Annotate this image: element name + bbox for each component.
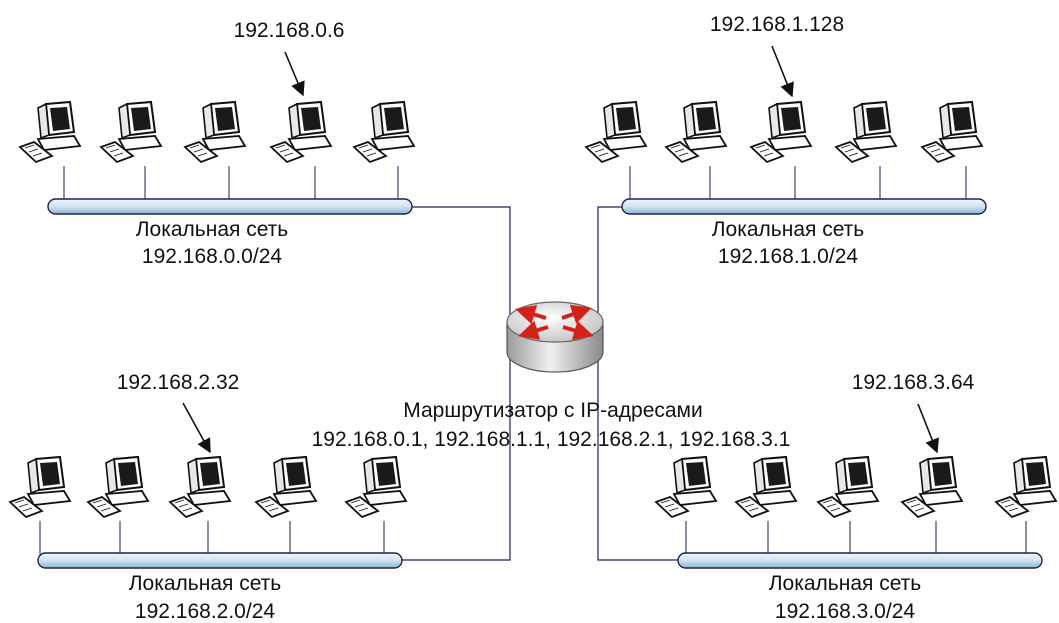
lan-0-host-ip: 192.168.0.6 xyxy=(234,19,345,42)
arrow-icon xyxy=(771,45,794,98)
computer-icon[interactable] xyxy=(921,101,983,163)
computer-icon[interactable] xyxy=(901,456,963,518)
lan-0-hosts xyxy=(19,101,415,163)
lan-3-bus xyxy=(677,552,1043,569)
router-links xyxy=(400,206,680,561)
lan-2-subnet: 192.168.2.0/24 xyxy=(135,600,275,623)
computer-icon[interactable] xyxy=(353,101,415,163)
lan-1-label: Локальная сеть xyxy=(712,218,865,241)
lan-0-drops xyxy=(63,166,399,201)
lan-3-subnet: 192.168.3.0/24 xyxy=(775,600,915,623)
arrow-icon xyxy=(284,51,305,97)
computer-icon[interactable] xyxy=(9,456,71,518)
lan-0-label: Локальная сеть xyxy=(136,218,289,241)
computer-icon[interactable] xyxy=(585,101,647,163)
lan-0-subnet: 192.168.0.0/24 xyxy=(142,245,282,268)
arrow-icon xyxy=(182,402,211,454)
lan-2-host-ip: 192.168.2.32 xyxy=(117,371,240,394)
computer-icon[interactable] xyxy=(735,456,797,518)
lan-0-bus xyxy=(47,198,413,215)
computer-icon[interactable] xyxy=(169,456,231,518)
lan-3-label: Локальная сеть xyxy=(769,572,922,595)
lan-1-host-ip: 192.168.1.128 xyxy=(710,13,844,36)
computer-icon[interactable] xyxy=(665,101,727,163)
lan-1-bus xyxy=(621,198,987,215)
lan-2-hosts xyxy=(9,456,407,518)
computer-icon[interactable] xyxy=(995,456,1057,518)
computer-icon[interactable] xyxy=(750,101,812,163)
lan-1-drops xyxy=(629,166,967,201)
lan-2-drops xyxy=(39,521,385,556)
computer-icon[interactable] xyxy=(255,456,317,518)
lan-1-hosts xyxy=(585,101,983,163)
computer-icon[interactable] xyxy=(19,101,81,163)
computer-icon[interactable] xyxy=(655,456,717,518)
computer-icon[interactable] xyxy=(100,101,162,163)
router-caption: Маршрутизатор с IP-адресами xyxy=(403,399,702,422)
computer-icon[interactable] xyxy=(184,101,246,163)
lan-2-label: Локальная сеть xyxy=(129,572,282,595)
computer-icon[interactable] xyxy=(817,456,879,518)
computer-icon[interactable] xyxy=(345,456,407,518)
arrow-icon xyxy=(917,403,939,454)
lan-3-drops xyxy=(685,521,1027,556)
router-icon[interactable] xyxy=(506,301,604,373)
lan-2-bus xyxy=(37,552,403,569)
lan-3-host-ip: 192.168.3.64 xyxy=(852,371,975,394)
lan-3-hosts xyxy=(655,456,1057,518)
lan-1-subnet: 192.168.1.0/24 xyxy=(718,245,858,268)
router-addresses: 192.168.0.1, 192.168.1.1, 192.168.2.1, 1… xyxy=(312,428,791,451)
computer-icon[interactable] xyxy=(270,101,332,163)
computer-icon[interactable] xyxy=(87,456,149,518)
computer-icon[interactable] xyxy=(835,101,897,163)
